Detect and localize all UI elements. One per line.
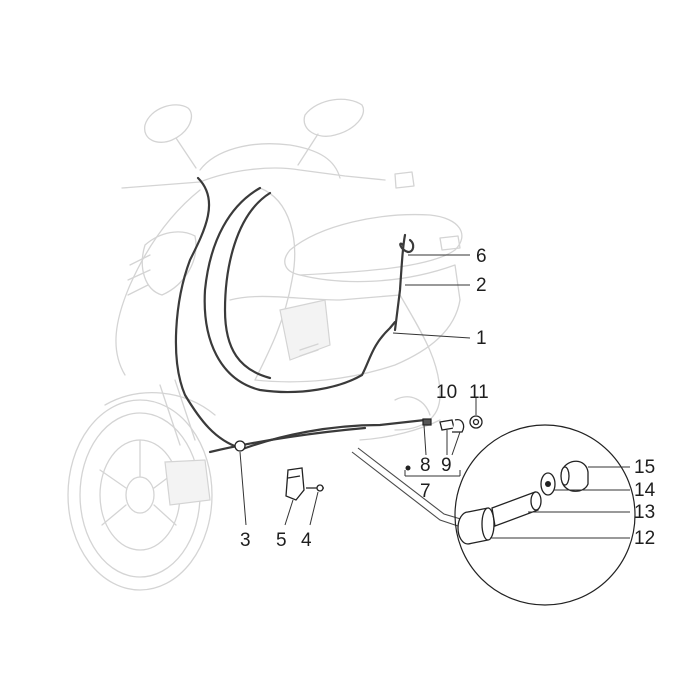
part-13-drive-sleeve bbox=[491, 491, 542, 527]
part-14-washer bbox=[540, 472, 556, 496]
callout-4: 4 bbox=[301, 530, 312, 551]
scooter-ghost-outline bbox=[67, 98, 463, 591]
leader-lines bbox=[239, 254, 630, 539]
cable-harness bbox=[174, 176, 432, 471]
detail-inset bbox=[351, 424, 636, 606]
part-5-clamp bbox=[285, 467, 305, 501]
callout-12: 12 bbox=[634, 528, 655, 549]
callout-13: 13 bbox=[634, 502, 655, 523]
callout-1: 1 bbox=[476, 328, 487, 349]
callout-5: 5 bbox=[276, 530, 287, 551]
inset-circle bbox=[454, 424, 636, 606]
callout-8: 8 bbox=[420, 455, 431, 476]
part-12-gearbox bbox=[457, 507, 495, 545]
callout-2: 2 bbox=[476, 275, 487, 296]
callout-3: 3 bbox=[240, 530, 251, 551]
callout-6: 6 bbox=[476, 246, 487, 267]
part-10-sleeve bbox=[439, 419, 455, 431]
callout-labels: 1 2 3 4 5 6 7 8 9 10 11 12 13 14 15 bbox=[240, 246, 656, 551]
part-4-screw bbox=[306, 484, 324, 492]
callout-7: 7 bbox=[420, 481, 431, 502]
callout-15: 15 bbox=[634, 457, 655, 478]
callout-11: 11 bbox=[469, 382, 489, 403]
cable-2 bbox=[223, 191, 407, 380]
left-mirror bbox=[144, 104, 193, 143]
part-11-nut bbox=[469, 415, 483, 429]
cable-1 bbox=[203, 186, 397, 394]
cable-3 bbox=[174, 176, 242, 450]
part-15-cap bbox=[560, 460, 589, 492]
callout-14: 14 bbox=[634, 480, 656, 501]
right-mirror bbox=[303, 98, 365, 137]
callout-9: 9 bbox=[441, 455, 452, 476]
cable-7 bbox=[238, 418, 427, 452]
part-9-elbow bbox=[452, 419, 465, 433]
callout-10: 10 bbox=[436, 382, 457, 403]
